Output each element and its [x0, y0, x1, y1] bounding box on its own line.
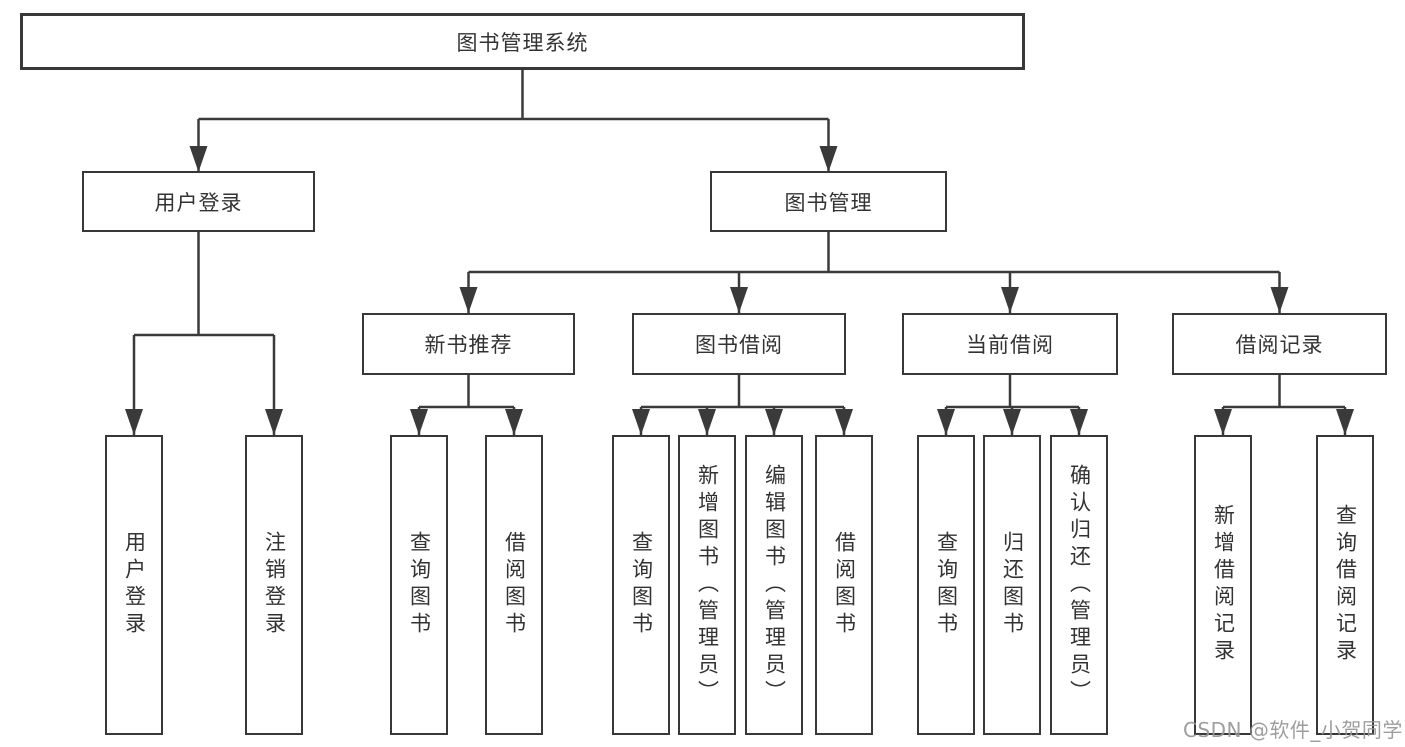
node-label: 图书借阅	[695, 333, 783, 357]
node-current-borrowing: 当前借阅	[902, 313, 1118, 375]
node-label: 新书推荐	[424, 333, 513, 357]
node-label: 借阅记录	[1235, 333, 1324, 357]
leaf-user-login: 用户登录	[105, 435, 163, 735]
leaf-label: 查询图书	[407, 531, 432, 639]
leaf-query-borrow-record: 查询借阅记录	[1316, 435, 1374, 735]
node-user-login: 用户登录	[82, 171, 315, 232]
leaf-label: 用户登录	[122, 531, 147, 639]
node-book-management: 图书管理	[710, 171, 947, 232]
leaf-label: 注销登录	[262, 531, 287, 639]
leaf-label: 归还图书	[1000, 531, 1025, 639]
leaf-label: 借阅图书	[502, 531, 527, 639]
leaf-label: 查询图书	[629, 531, 654, 639]
leaf-add-borrow-record: 新增借阅记录	[1194, 435, 1252, 735]
leaf-label: 新增图书（管理员）	[695, 463, 720, 707]
leaf-label: 确认归还（管理员）	[1067, 463, 1092, 707]
node-new-book-recommendation: 新书推荐	[362, 313, 575, 375]
leaf-confirm-return-admin: 确认归还（管理员）	[1050, 435, 1108, 735]
node-label: 当前借阅	[966, 333, 1054, 357]
node-book-borrowing: 图书借阅	[632, 313, 846, 375]
csdn-watermark: CSDN @软件_小贺同学	[1183, 718, 1403, 742]
leaf-label: 新增借阅记录	[1211, 504, 1236, 666]
leaf-label: 查询借阅记录	[1333, 504, 1358, 666]
leaf-label: 借阅图书	[832, 531, 857, 639]
leaf-logout: 注销登录	[245, 435, 303, 735]
node-borrowing-records: 借阅记录	[1172, 313, 1387, 375]
leaf-query-books-borrow: 查询图书	[612, 435, 670, 735]
leaf-borrow-books-recommend: 借阅图书	[485, 435, 543, 735]
node-label: 用户登录	[154, 190, 243, 215]
leaf-label: 编辑图书（管理员）	[762, 463, 787, 707]
leaf-query-books-recommend: 查询图书	[390, 435, 448, 735]
leaf-label: 查询图书	[934, 531, 959, 639]
node-label: 图书管理系统	[456, 30, 589, 55]
leaf-return-books: 归还图书	[983, 435, 1041, 735]
leaf-query-books-current: 查询图书	[917, 435, 975, 735]
leaf-add-books-admin: 新增图书（管理员）	[678, 435, 736, 735]
leaf-borrow-books: 借阅图书	[815, 435, 873, 735]
leaf-edit-books-admin: 编辑图书（管理员）	[745, 435, 803, 735]
node-library-management-system: 图书管理系统	[20, 13, 1025, 70]
node-label: 图书管理	[784, 190, 873, 215]
